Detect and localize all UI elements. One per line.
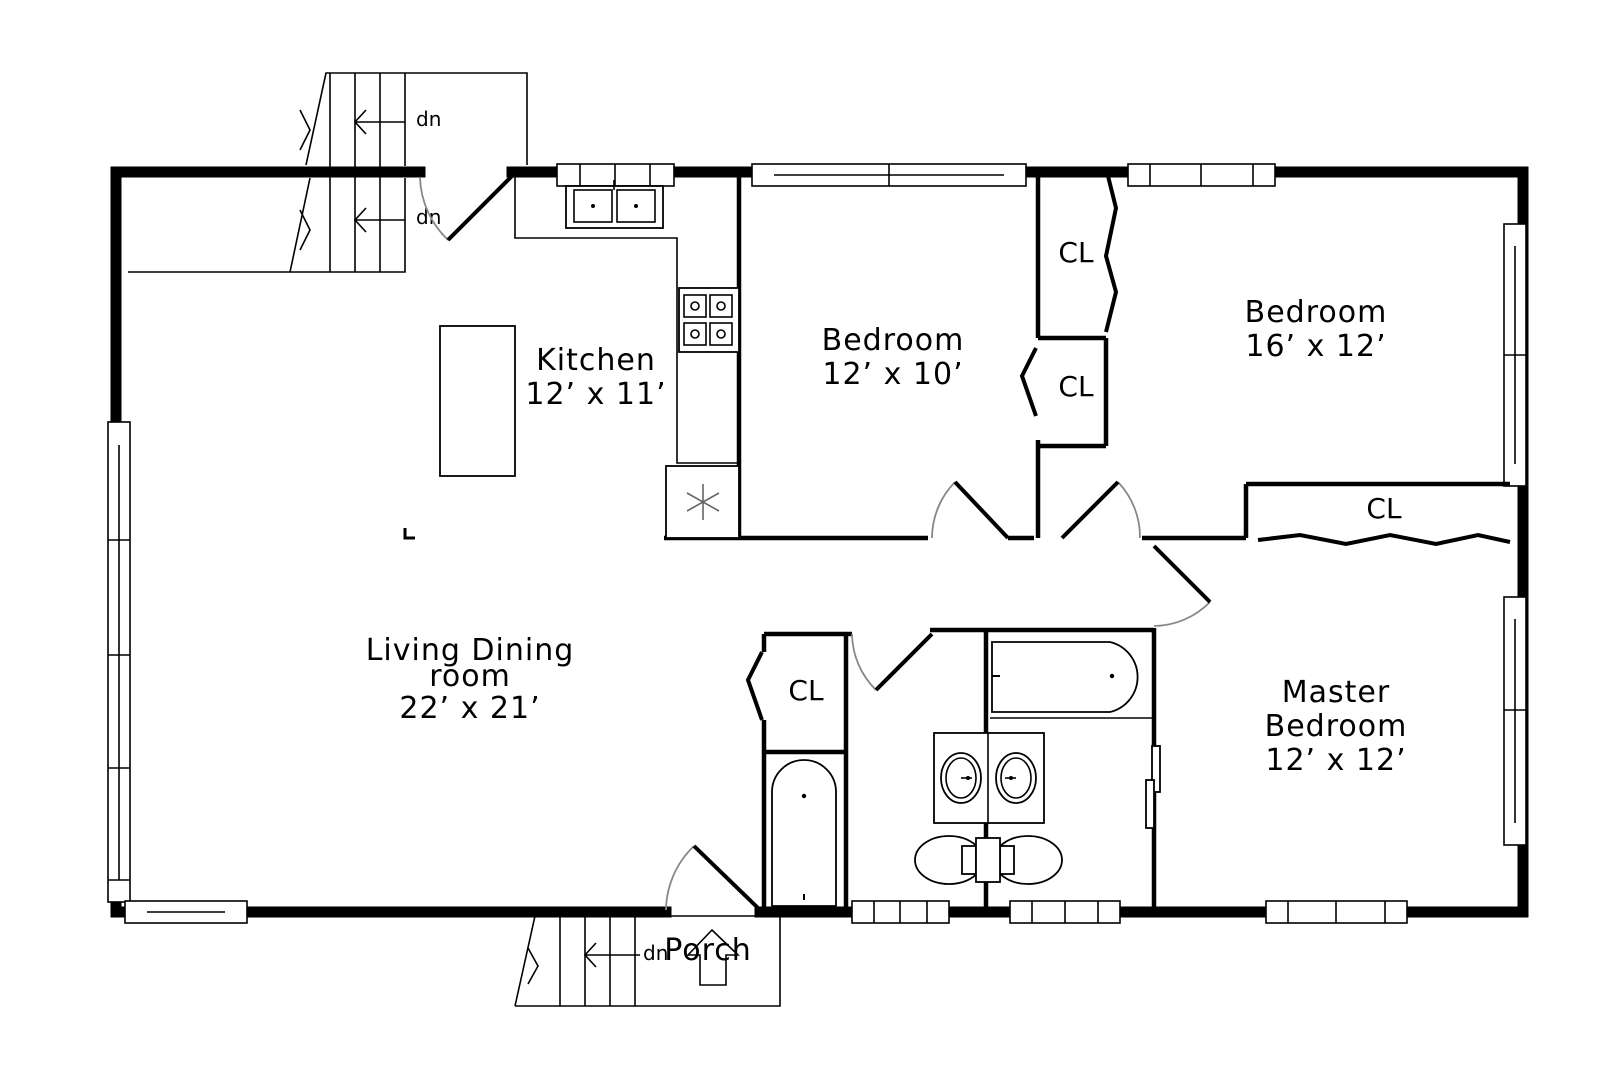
window-living-left: [107, 421, 131, 903]
kitchen-sink-icon: [565, 185, 664, 229]
doors: [419, 174, 1511, 911]
stairs-porch-dn-label: dn: [643, 941, 668, 965]
stairs-top: dn dn: [128, 72, 528, 273]
bedroom2-door[interactable]: [1060, 480, 1141, 540]
kitchen-size: 12’ x 11’: [525, 377, 666, 412]
window-kitchen-top: [556, 163, 675, 187]
entry-door-top[interactable]: [419, 174, 514, 242]
window-bedroom2-right: [1503, 223, 1527, 487]
bathroom-fixtures: [771, 641, 1154, 907]
bathtub-icon: [991, 641, 1139, 713]
master-size: 12’ x 12’: [1265, 743, 1406, 778]
window-bath2-bottom: [1009, 900, 1121, 924]
bedroom2-size: 16’ x 12’: [1245, 329, 1386, 364]
porch-name: Porch: [664, 933, 752, 968]
front-door[interactable]: [665, 844, 760, 911]
closet-label-1: CL: [1058, 236, 1094, 269]
room-labels: Kitchen 12’ x 11’ Bedroom 12’ x 10’ Bedr…: [366, 236, 1408, 968]
stairs-top-dn-label-2: dn: [416, 205, 441, 229]
porch-entry-arrow-icon: [686, 928, 740, 986]
stove-icon: [678, 287, 740, 353]
window-master-right: [1503, 596, 1527, 846]
living-name-line2: room: [429, 659, 511, 694]
stairs-top-dn-label-1: dn: [416, 107, 441, 131]
windows: [107, 163, 1527, 924]
master-name-line1: Master: [1282, 675, 1390, 710]
kitchen-island: [439, 325, 516, 477]
closet-label-hall: CL: [788, 674, 824, 707]
kitchen-name: Kitchen: [536, 343, 656, 378]
living-name-line1: Living Dining: [366, 633, 575, 668]
bedroom1-size: 12’ x 10’: [822, 357, 963, 392]
stairs-porch: dn: [514, 915, 781, 1007]
master-name-line2: Bedroom: [1265, 709, 1408, 744]
bedroom2-name: Bedroom: [1245, 295, 1388, 330]
bathtub-hall-icon: [771, 759, 837, 907]
window-bath1-bottom: [851, 900, 950, 924]
window-bedroom2-top: [1127, 163, 1276, 187]
window-master-bottom: [1265, 900, 1408, 924]
snowflake-icon: [686, 484, 720, 520]
kitchen-fixtures: [403, 172, 740, 540]
closet-label-2: CL: [1058, 370, 1094, 403]
window-living-bottom: [124, 900, 248, 924]
master-bedroom-door[interactable]: [1152, 544, 1212, 627]
bedroom1-name: Bedroom: [822, 323, 965, 358]
bathroom-door[interactable]: [851, 632, 934, 692]
living-size: 22’ x 21’: [399, 691, 540, 726]
bedroom1-door[interactable]: [931, 480, 1010, 540]
window-bedroom1-top: [751, 163, 1027, 187]
closet-label-master: CL: [1366, 492, 1402, 525]
